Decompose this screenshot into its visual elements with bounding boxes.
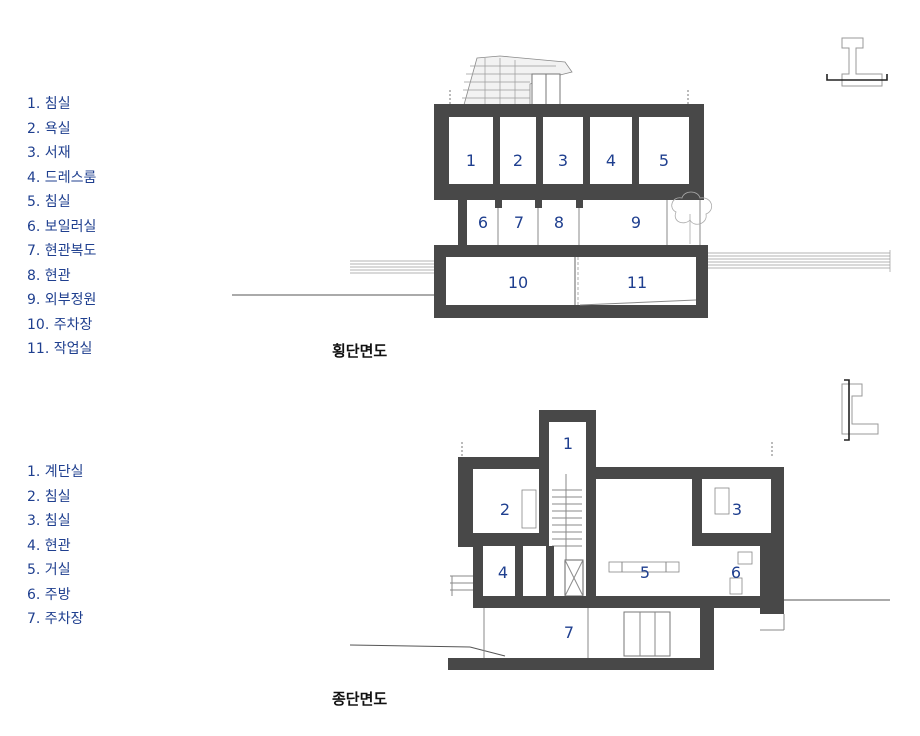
tree-icon xyxy=(671,191,713,244)
room-number: 6 xyxy=(731,563,741,582)
room-number: 10 xyxy=(508,273,528,292)
longitudinal-section-legend: 1. 계단실 2. 침실 3. 침실 4. 현관 5. 거실 6. 주방 7. … xyxy=(27,460,83,632)
upper-floor-walls xyxy=(434,104,704,200)
upper-floor-walls xyxy=(458,457,784,599)
longitudinal-section-caption: 종단면도 xyxy=(332,690,388,708)
legend-item: 1. 침실 xyxy=(27,96,71,112)
legend-item: 3. 침실 xyxy=(27,513,71,529)
lower-floor-walls xyxy=(434,245,708,318)
room-number: 4 xyxy=(606,151,616,170)
room-number: 1 xyxy=(466,151,476,170)
stair-treads xyxy=(552,474,584,597)
legend-item: 1. 계단실 xyxy=(27,464,84,480)
ground-hatch-left xyxy=(350,260,434,274)
room-number: 4 xyxy=(498,563,508,582)
cross-section-caption: 횡단면도 xyxy=(332,342,388,360)
room-number: 7 xyxy=(514,213,524,232)
lower-walls xyxy=(448,546,785,670)
legend-item: 2. 욕실 xyxy=(27,120,71,137)
legend-item: 9. 외부정원 xyxy=(27,292,97,308)
legend-item: 5. 거실 xyxy=(27,562,71,578)
legend-item: 2. 침실 xyxy=(27,488,71,505)
section-key-plan-icon xyxy=(841,379,879,441)
room-number: 5 xyxy=(659,151,669,170)
room-number: 8 xyxy=(554,213,564,232)
furniture xyxy=(483,487,753,658)
legend-item: 5. 침실 xyxy=(27,194,71,210)
legend-item: 6. 보일러실 xyxy=(27,218,97,235)
legend-item: 7. 현관복도 xyxy=(27,243,97,259)
cross-section-drawing: 1 2 3 4 5 6 7 8 9 10 11 xyxy=(232,55,891,318)
room-number: 7 xyxy=(564,623,574,642)
cross-section-legend: 1. 침실 2. 욕실 3. 서재 4. 드레스룸 5. 침실 6. 보일러실 … xyxy=(27,92,96,362)
entrance-steps xyxy=(450,575,473,596)
room-number: 9 xyxy=(631,213,641,232)
legend-item: 3. 서재 xyxy=(27,145,71,161)
legend-item: 8. 현관 xyxy=(27,267,71,284)
stair-core-walls xyxy=(539,410,596,474)
ground-hatch-right xyxy=(708,250,891,272)
middle-level-walls xyxy=(458,200,701,245)
room-number: 5 xyxy=(640,563,650,582)
legend-item: 6. 주방 xyxy=(27,586,71,603)
legend-item: 11. 작업실 xyxy=(27,341,93,357)
legend-item: 4. 드레스룸 xyxy=(27,169,97,186)
legend-item: 10. 주차장 xyxy=(27,316,93,333)
room-number: 3 xyxy=(732,500,742,519)
room-number: 1 xyxy=(563,434,573,453)
room-number: 3 xyxy=(558,151,568,170)
room-number: 2 xyxy=(513,151,523,170)
section-key-plan-icon xyxy=(826,37,888,87)
legend-item: 7. 주차장 xyxy=(27,611,84,627)
room-number: 6 xyxy=(478,213,488,232)
legend-item: 4. 현관 xyxy=(27,537,71,554)
room-number: 11 xyxy=(627,273,647,292)
room-number: 2 xyxy=(500,500,510,519)
